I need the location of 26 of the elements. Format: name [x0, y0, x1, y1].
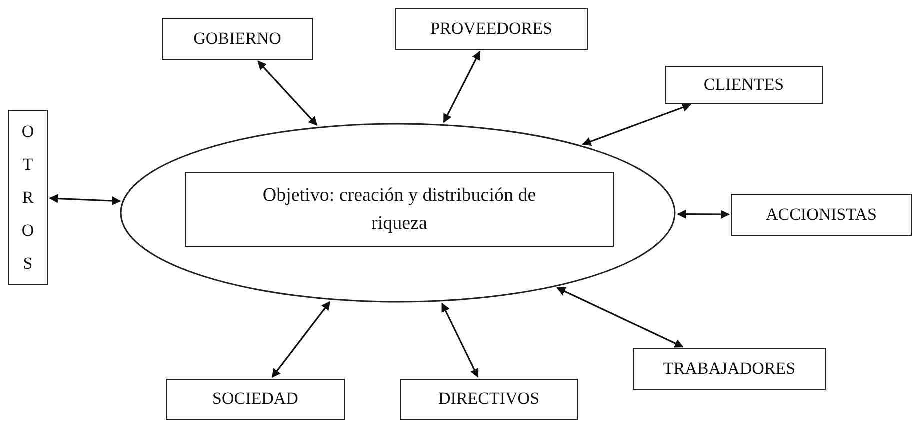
box-text: TRABAJADORES	[663, 358, 796, 380]
label-box	[395, 8, 588, 50]
double-arrow	[443, 50, 481, 124]
box-text: DIRECTIVOS	[438, 389, 540, 410]
box-text: GOBIERNO	[194, 28, 282, 50]
double-arrow	[582, 103, 692, 146]
double-arrow	[272, 301, 331, 378]
box-text: OTROS	[20, 120, 36, 276]
label-box	[633, 348, 826, 390]
box-text: ACCIONISTAS	[766, 204, 878, 226]
label-box	[166, 379, 345, 420]
label-box	[8, 110, 48, 285]
double-arrow	[49, 194, 122, 206]
label-box	[665, 66, 823, 104]
label-box	[162, 18, 313, 60]
double-arrow	[442, 302, 479, 378]
objective-text: Objetivo: creación y distribución de riqueza	[262, 184, 538, 236]
box-text: CLIENTES	[704, 74, 784, 96]
label-box	[731, 194, 912, 236]
label-box	[185, 172, 614, 247]
box-text: PROVEEDORES	[430, 18, 552, 40]
box-text: SOCIEDAD	[212, 389, 298, 410]
double-arrow	[677, 210, 730, 220]
double-arrow	[556, 287, 684, 348]
double-arrow	[258, 60, 318, 126]
label-box	[400, 379, 578, 420]
